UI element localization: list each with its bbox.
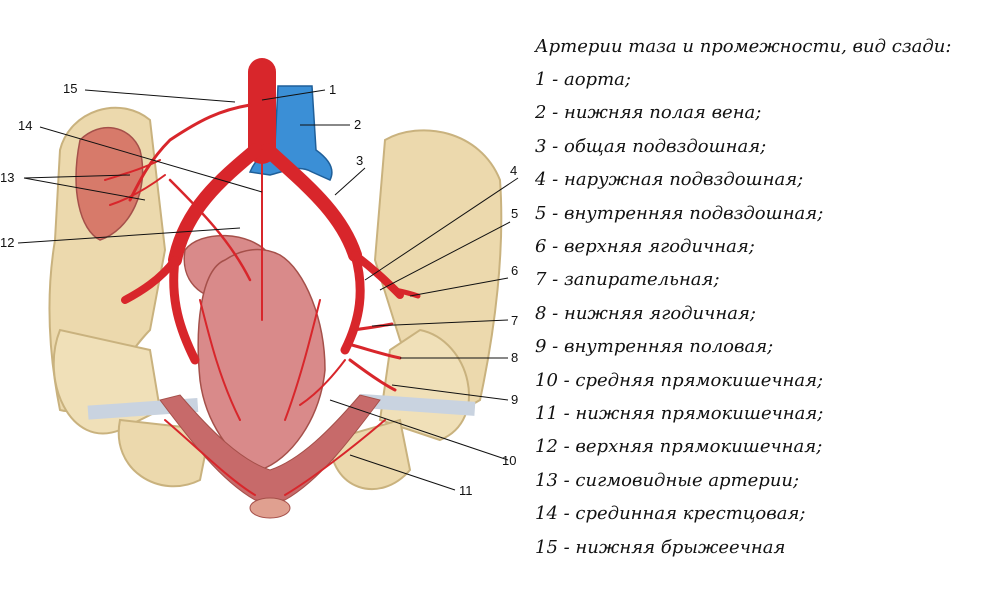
- callout-10: 10: [502, 453, 516, 468]
- callout-5: 5: [511, 206, 518, 221]
- leader-14: [39, 126, 263, 193]
- callout-8: 8: [511, 350, 518, 365]
- left-common-iliac: [168, 143, 263, 267]
- levator-ani: [159, 394, 381, 501]
- callout-3: 3: [356, 153, 363, 168]
- legend-item: 7 - запирательная;: [535, 269, 720, 291]
- callout-numbers: 1 2 3 4 5 6 7 8 9 10 11 12 13 14 15: [0, 81, 518, 498]
- leader-4: [364, 177, 519, 281]
- leader-9: [391, 384, 509, 401]
- legend-item: 11 - нижняя прямокишечная;: [535, 403, 824, 425]
- callout-15: 15: [63, 81, 77, 96]
- leader-3: [334, 167, 366, 196]
- legend-item: 13 - сигмовидные артерии;: [535, 469, 800, 491]
- callout-7: 7: [511, 313, 518, 328]
- leader-10: [329, 399, 509, 461]
- legend-item: 3 - общая подвздошная;: [535, 135, 767, 157]
- internal-pudendal-right: [348, 358, 397, 392]
- leader-7: [371, 319, 509, 327]
- leader-lines: [17, 89, 519, 491]
- legend: Артерии таза и промежности, вид сзади: 1…: [535, 30, 975, 564]
- callout-6: 6: [511, 263, 518, 278]
- leader-15: [84, 89, 236, 103]
- callout-12: 12: [0, 235, 14, 250]
- callout-4: 4: [510, 163, 517, 178]
- legend-item: 8 - нижняя ягодичная;: [535, 302, 756, 324]
- legend-item: 14 - срединная крестцовая;: [535, 503, 806, 525]
- legend-item: 12 - верхняя прямокишечная;: [535, 436, 823, 458]
- callout-14: 14: [18, 118, 32, 133]
- callout-13: 13: [0, 170, 14, 185]
- callout-1: 1: [329, 82, 336, 97]
- rectal-branch-right: [284, 299, 321, 421]
- legend-item: 2 - нижняя полая вена;: [535, 102, 762, 124]
- callout-11: 11: [459, 483, 473, 498]
- legend-item: 6 - верхняя ягодичная;: [535, 236, 755, 258]
- sigmoid-branch-2: [109, 174, 166, 206]
- legend-item: 9 - внутренняя половая;: [535, 336, 774, 358]
- descending-colon: [75, 126, 144, 241]
- leader-1: [261, 89, 326, 101]
- legend-item: 1 - аорта;: [535, 69, 631, 90]
- arteries: [104, 58, 421, 496]
- anatomy-illustration: 1 2 3 4 5 6 7 8 9 10 11 12 13 14 15: [0, 58, 519, 519]
- legend-item: 15 - нижняя брыжеечная: [535, 536, 786, 558]
- callout-9: 9: [511, 392, 518, 407]
- right-common-iliac: [261, 143, 362, 262]
- middle-rectal-right: [299, 359, 346, 406]
- inferior-rectal-left: [164, 419, 256, 496]
- leader-6: [409, 277, 509, 297]
- inferior-rectal-right: [284, 419, 386, 496]
- inferior-gluteal-right: [350, 343, 402, 360]
- leader-13a: [23, 174, 131, 179]
- obturator-right: [350, 322, 394, 332]
- sigmoid-branch-1: [104, 159, 161, 181]
- rectal-branch-left: [199, 299, 241, 421]
- legend-item: 4 - наружная подвздошная;: [535, 169, 804, 191]
- sacrospinous-ligament-right: [359, 393, 476, 416]
- right-internal-iliac: [340, 250, 365, 355]
- legend-item: 10 - средняя прямокишечная;: [535, 369, 824, 391]
- inferior-mesenteric: [128, 103, 252, 202]
- legend-title: Артерии таза и промежности, вид сзади:: [535, 36, 952, 57]
- leader-12: [17, 227, 241, 244]
- left-internal-iliac: [169, 255, 200, 365]
- leader-5: [379, 221, 511, 291]
- superior-gluteal: [392, 287, 421, 299]
- leader-11: [349, 454, 456, 491]
- legend-item: 5 - внутренняя подвздошная;: [535, 202, 824, 224]
- left-ischial-tuberosity: [117, 418, 212, 488]
- left-external-iliac: [121, 256, 179, 304]
- leader-13b: [23, 177, 146, 201]
- callout-2: 2: [354, 117, 361, 132]
- anal-canal: [249, 497, 291, 519]
- superior-rectal: [168, 178, 252, 282]
- rectum: [197, 248, 326, 471]
